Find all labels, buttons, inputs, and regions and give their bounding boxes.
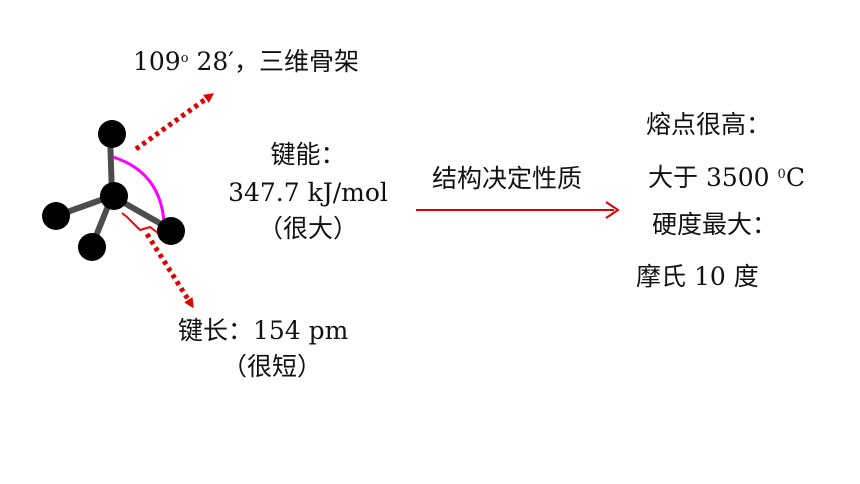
- bond-length-note: （很短）: [222, 352, 323, 381]
- hardness-value: 摩氏 10 度: [636, 262, 759, 291]
- bond-length-title: 键长：154 pm: [178, 316, 349, 345]
- bond-length-brace: [121, 212, 159, 234]
- arrow-label: 结构决定性质: [432, 164, 583, 193]
- atoms: [42, 120, 185, 261]
- tetrahedral-carbon-diagram: [42, 93, 215, 309]
- hardness-title: 硬度最大：: [652, 210, 778, 239]
- structure-determines-property-arrow: [416, 201, 620, 219]
- melting-point-title: 熔点很高：: [646, 110, 772, 139]
- atom-bottom: [78, 233, 106, 261]
- bond-angle-arc: [112, 155, 166, 223]
- atom-center: [100, 182, 128, 210]
- length-pointer-arrow: [144, 232, 194, 309]
- melting-point-value: 大于 3500 0C: [648, 163, 805, 192]
- bond-energy-value: 347.7 kJ/mol: [228, 178, 388, 207]
- atom-top: [98, 120, 126, 148]
- bond-energy-note: （很大）: [257, 214, 358, 243]
- bond-angle-label: 109o 28′，三维骨架: [133, 47, 359, 76]
- bond-energy-title: 键能：: [270, 140, 346, 169]
- angle-pointer-arrow: [134, 93, 215, 152]
- atom-right: [157, 217, 185, 245]
- atom-left: [42, 202, 70, 230]
